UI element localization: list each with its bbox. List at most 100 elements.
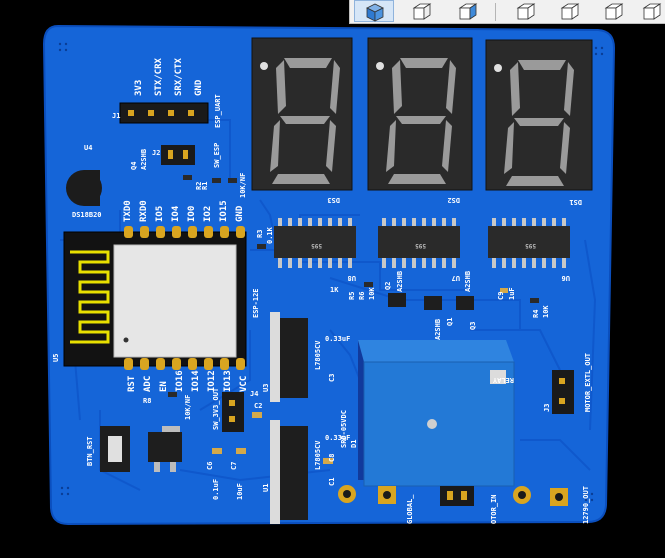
- view-back-button[interactable]: [638, 0, 665, 22]
- view-iso-button[interactable]: [354, 0, 394, 22]
- wifi-antenna-trace: [70, 250, 110, 344]
- esp-pin-top-5: IO2: [203, 206, 213, 222]
- seven-segment-displays[interactable]: DS3 DS2: [251, 37, 593, 206]
- transistors-q1-q2-q3[interactable]: Q2 A2SHB Q1 A2SHB Q3 A2SHB: [384, 271, 477, 340]
- display-ds1-ref: DS1: [569, 198, 582, 206]
- view-top-button[interactable]: [506, 0, 546, 22]
- display-ds2-ref: DS2: [447, 196, 460, 204]
- r4-value: 10K: [542, 305, 550, 318]
- d1-value: SRD-05VDC: [340, 410, 348, 448]
- bottom-label-global: GLOBAL_: [406, 494, 414, 524]
- display-ds3: DS3: [251, 37, 353, 204]
- c2-ref: C2: [254, 402, 262, 410]
- view-right-button[interactable]: [448, 0, 488, 22]
- display-ds1: DS1: [485, 39, 593, 206]
- q4-ref: Q4: [130, 162, 138, 170]
- uart-pin-label-3: GND: [194, 79, 204, 96]
- u7-ref: U7: [452, 274, 460, 282]
- toolbar-separator: [495, 3, 496, 21]
- diode-d1[interactable]: SRD-05VDC D1: [340, 410, 358, 448]
- sw-esp-jumper[interactable]: SW_ESP J2: [152, 143, 221, 168]
- resistors-r1-r2[interactable]: R1 R2 10K/NF: [183, 173, 247, 198]
- c4-value: 0.1uF: [212, 479, 220, 500]
- uart-header-ref: J1: [112, 112, 120, 120]
- view-left-icon: [604, 3, 624, 20]
- view-back-icon: [642, 3, 662, 20]
- q4-value: A2SHB: [140, 149, 148, 170]
- esp-pin-top-4: IO0: [187, 206, 197, 222]
- view-bottom-icon: [560, 3, 580, 20]
- ldo-regulator[interactable]: [148, 426, 182, 472]
- esp-pin-bottom-7: VCC: [239, 376, 249, 392]
- sw-esp-label: SW_ESP: [213, 143, 221, 168]
- btn-rst-label: BTN_RST: [86, 436, 94, 466]
- esp-pin-bottom-4: IO14: [191, 370, 201, 392]
- r5-ref: R5: [348, 292, 356, 300]
- c7-ref: C7: [230, 462, 238, 470]
- resistors-r5-r6[interactable]: R5 R6 10K 1K: [330, 282, 376, 300]
- esp-pin-bottom-3: IO16: [175, 370, 185, 392]
- esp-pin-top-3: IO4: [171, 205, 181, 222]
- shift-registers[interactable]: 595 U8 595 U7 595 U6: [274, 218, 570, 282]
- r6-value: 1K: [330, 286, 339, 294]
- resistor-r3[interactable]: R3 0.1K: [256, 226, 274, 249]
- view-iso-icon: [366, 3, 384, 22]
- sw3v3-ref: J4: [250, 390, 258, 398]
- view-toolbar: [349, 0, 665, 24]
- display-ds3-ref: DS3: [327, 196, 340, 204]
- esp-pin-bottom-0: RST: [127, 375, 137, 392]
- esp-castellated-pads: [124, 226, 245, 370]
- esp-pin-top-0: TXD0: [123, 200, 133, 222]
- c8-ref: C8: [328, 454, 336, 462]
- reset-button[interactable]: BTN_RST: [86, 426, 130, 472]
- r1-ref: R1: [201, 182, 209, 190]
- esp-module-label: ESP-12E: [252, 288, 260, 318]
- small-capacitors[interactable]: C2 0.1uF 10uF C6 C7 C8: [206, 402, 336, 500]
- relay-label: RELAY: [492, 376, 514, 384]
- regulator-u3[interactable]: L7805CV U3 0.33uF C3: [262, 312, 350, 402]
- view-bottom-button[interactable]: [550, 0, 590, 22]
- q2-value: A2SHB: [396, 271, 404, 292]
- esp12e-module[interactable]: ESP-12E U5: [52, 226, 260, 370]
- u5-ref: U5: [52, 354, 60, 362]
- display-ds2: DS2: [367, 37, 473, 204]
- j3-ref: J3: [543, 404, 551, 412]
- c9-value: 1uF: [508, 287, 516, 300]
- esp-pin-top-2: IO5: [155, 206, 165, 222]
- esp-pin-labels-bottom: RST ADC EN IO16 IO14 IO12 IO13 VCC: [127, 370, 249, 392]
- shift-register-u8: 595 U8: [274, 218, 356, 282]
- u1-ref: U1: [262, 484, 270, 492]
- esp-pin-top-7: GND: [235, 205, 245, 222]
- r5-value: 10K: [368, 287, 376, 300]
- bottom-label-motor-in: OTOR_IN: [490, 494, 498, 524]
- r3-ref: R3: [256, 230, 264, 238]
- view-front-button[interactable]: [402, 0, 442, 22]
- r8-sw3v3[interactable]: 10K/NF R8 SW_3V3_OUT J4: [143, 388, 258, 432]
- q1-value: A2SHB: [434, 319, 442, 340]
- temp-sensor-u4[interactable]: U4 DS18B20: [66, 144, 102, 219]
- u6-ref: U6: [562, 274, 570, 282]
- r2-ref: R2: [195, 182, 203, 190]
- bottom-label-12790-out: 12790_OUT: [582, 486, 590, 524]
- u4-value: DS18B20: [72, 211, 102, 219]
- r3-value: 0.1K: [266, 226, 274, 244]
- u8-ref: U8: [348, 274, 356, 282]
- c9-r4[interactable]: C9 1uF R4 10K: [497, 287, 550, 318]
- motor-ext-out-j3[interactable]: J3 MOTOR_EXTL_OUT: [543, 353, 592, 414]
- esp-pin-bottom-1: ADC: [143, 376, 153, 392]
- esp-pin-bottom-2: EN: [159, 381, 169, 392]
- uart-header-j1[interactable]: 3V3 STX/CRX SRX/CTX GND J1 ESP_UART: [112, 57, 222, 128]
- c3-ref: C3: [328, 374, 336, 382]
- transistor-q4[interactable]: Q4 A2SHB: [130, 149, 148, 170]
- u4-ref: U4: [84, 144, 92, 152]
- view-left-button[interactable]: [594, 0, 634, 22]
- c5-value: 10uF: [236, 483, 244, 500]
- c3-value: 0.33uF: [325, 335, 350, 343]
- r6-ref: R6: [358, 292, 366, 300]
- relay-module[interactable]: RELAY: [358, 340, 515, 487]
- regulator-u1[interactable]: L7805CV U1 0.33uF C1: [262, 420, 350, 524]
- bottom-terminals[interactable]: GLOBAL_ OTOR_IN 12790_OUT: [338, 485, 590, 524]
- r1-value: 10K/NF: [239, 173, 247, 198]
- u3-value: L7805CV: [314, 340, 322, 370]
